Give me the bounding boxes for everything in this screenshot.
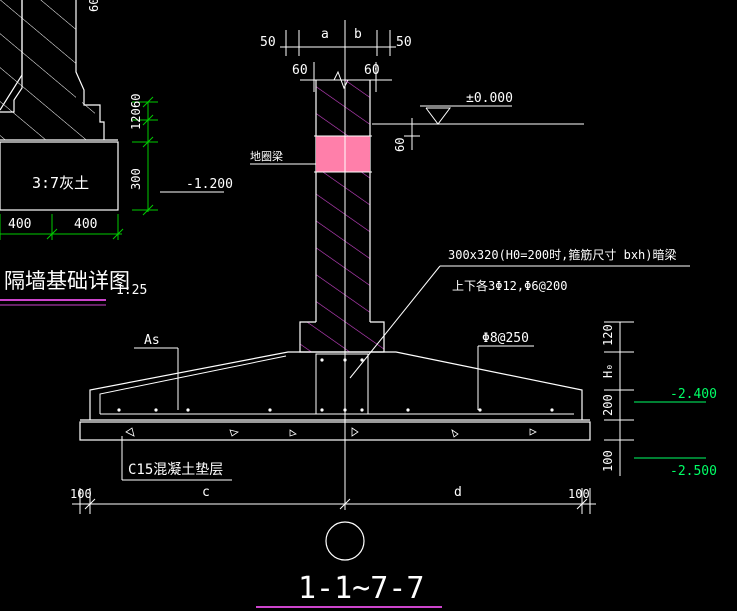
left-dim-400-right: 400 <box>74 217 97 232</box>
left-footing-hatch <box>0 100 95 140</box>
top-dim-right-60: 60 <box>364 63 380 78</box>
right-dim-100: 100 <box>601 450 615 472</box>
ground-dim-60: 60 <box>393 138 407 152</box>
cushion-layer <box>79 421 591 441</box>
section-title-group: 1-1~7-7 <box>256 571 442 608</box>
left-dim-60b: 60 <box>129 94 143 108</box>
left-dim-60-top: 60 <box>87 0 101 12</box>
ring-beam <box>316 136 370 172</box>
cushion-aggregate <box>125 427 537 438</box>
right-dimensions: 120 H₀ 200 100 -2.400 -2.500 <box>601 321 717 479</box>
top-dim-left-50: 50 <box>260 35 276 50</box>
wall-base-hatch <box>300 322 384 352</box>
footing-rebar-sloped <box>99 355 287 414</box>
left-elevation-value: -1.200 <box>186 177 233 192</box>
left-detail: 3:7灰土 60 120 60 300 -1.200 400 400 隔墙基础详… <box>0 0 233 306</box>
left-dim-300: 300 <box>129 168 143 190</box>
left-dim-400-left: 400 <box>8 217 31 232</box>
top-dim-left-60: 60 <box>292 63 308 78</box>
cushion-label: C15混凝土垫层 <box>128 462 223 478</box>
left-wall-outline-left <box>0 0 23 113</box>
right-dim-h0: H₀ <box>601 364 615 378</box>
beam-note: 300x320(H0=200时,箍筋尺寸 bxh)暗梁 上下各3Φ12,Φ6@2… <box>349 247 690 379</box>
footing-outline <box>89 351 583 420</box>
as-label: As <box>144 333 160 348</box>
beam-note-leader <box>349 265 441 379</box>
soil-label: 3:7灰土 <box>32 174 89 192</box>
rebar-label: Φ8@250 <box>482 331 529 346</box>
elevation-bottom: -2.500 <box>670 464 717 479</box>
left-wall-hatch <box>0 0 76 110</box>
bottom-dim-d: d <box>454 485 462 500</box>
rebar-dots <box>117 358 554 412</box>
beam-note-line1: 300x320(H0=200时,箍筋尺寸 bxh)暗梁 <box>448 247 677 262</box>
left-detail-title: 隔墙基础详图 <box>4 269 130 293</box>
top-dim-a: a <box>321 27 329 42</box>
left-dim-120: 120 <box>129 108 143 130</box>
right-dim-120: 120 <box>601 324 615 346</box>
ring-beam-label: 地圈梁 <box>250 149 283 163</box>
beam-note-line2: 上下各3Φ12,Φ6@200 <box>452 278 567 293</box>
bottom-dim-c: c <box>202 485 210 500</box>
right-dim-200: 200 <box>601 394 615 416</box>
ground-elevation-value: ±0.000 <box>466 91 513 106</box>
top-dimensions: 50 a b 50 60 60 <box>260 20 412 92</box>
elevation-mid: -2.400 <box>670 387 717 402</box>
footing: As Φ8@250 C15混凝土垫层 <box>79 331 591 481</box>
ground-elevation-triangle <box>425 107 451 125</box>
left-wall-outline-right <box>75 0 105 140</box>
top-dim-b: b <box>354 27 362 42</box>
wall: 地圈梁 <box>250 60 385 510</box>
axis-bubble <box>325 521 365 561</box>
bottom-dim-right-100: 100 <box>568 487 590 501</box>
bottom-dimensions: 100 c d 100 <box>70 485 596 561</box>
wall-hatch <box>316 80 370 322</box>
section-title: 1-1~7-7 <box>298 571 424 606</box>
top-dim-right-50: 50 <box>396 35 412 50</box>
hidden-beam <box>315 353 369 415</box>
bottom-dim-left-100: 100 <box>70 487 92 501</box>
soil-block <box>0 141 119 211</box>
left-detail-scale: 1:25 <box>116 283 147 298</box>
ground-elevation: ±0.000 60 <box>372 91 584 152</box>
